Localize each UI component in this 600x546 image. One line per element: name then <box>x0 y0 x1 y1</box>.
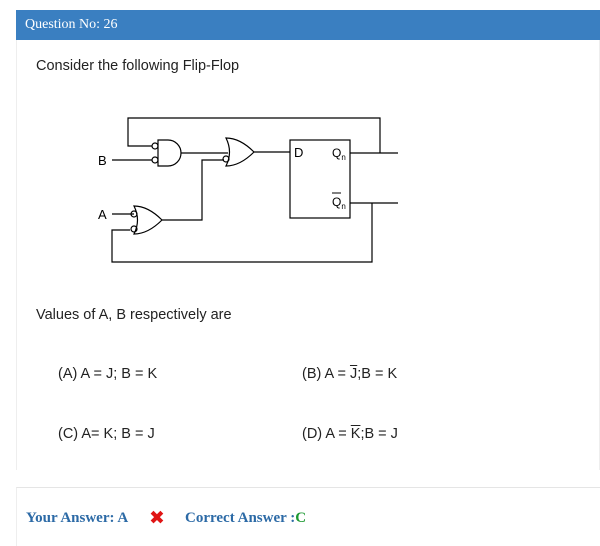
label-qn-sub: n <box>341 153 345 162</box>
correct-answer-value: C <box>295 510 307 526</box>
answer-bar: Your Answer: A ✖ Correct Answer :C <box>16 487 600 546</box>
wrong-icon: ✖ <box>149 507 165 529</box>
svg-text:Qn: Qn <box>332 146 346 162</box>
correct-answer: Correct Answer :C <box>185 510 306 527</box>
question-header: Question No: 26 <box>16 10 600 40</box>
label-d: D <box>294 145 303 160</box>
option-d-prefix: (D) A = <box>302 426 351 442</box>
your-answer-label: Your Answer: A <box>26 510 129 526</box>
option-c-text: (C) A= K; B = J <box>58 426 155 442</box>
label-b: B <box>98 153 107 168</box>
option-d-bar: K <box>350 426 361 442</box>
label-qnbar: Q <box>332 195 341 209</box>
option-d-suffix: ;B = J <box>360 426 398 442</box>
bubble-and-top-in2 <box>151 142 159 150</box>
option-b-prefix: (B) A = <box>302 366 350 382</box>
label-qn: Q <box>332 146 341 160</box>
option-b: (B) A = J;B = K <box>302 366 397 382</box>
correct-answer-label: Correct Answer : <box>185 510 296 526</box>
feedback-wire-top <box>127 117 381 153</box>
and-gate-top <box>157 139 182 167</box>
bubble-or-in <box>222 155 230 163</box>
bubble-and-top-in <box>151 156 159 164</box>
option-d: (D) A = K;B = J <box>302 426 398 442</box>
wire-lower-up <box>162 159 224 221</box>
question-text: Consider the following Flip-Flop <box>36 58 240 74</box>
option-b-bar: J <box>349 366 358 382</box>
option-a-text: (A) A = J; B = K <box>58 366 158 382</box>
dff-box <box>289 139 351 219</box>
svg-text:Qn: Qn <box>332 195 346 211</box>
question-prompt: Values of A, B respectively are <box>36 307 232 323</box>
option-b-suffix: ;B = K <box>357 366 398 382</box>
label-qnbar-sub: n <box>341 202 345 211</box>
bubble-or-bottom-in <box>130 210 138 218</box>
or-gate-bottom <box>133 205 163 235</box>
question-number: Question No: 26 <box>25 17 118 32</box>
option-a: (A) A = J; B = K <box>58 366 157 382</box>
label-a: A <box>98 207 107 222</box>
flip-flop-diagram: B A D Qn Qn <box>98 117 398 263</box>
or-gate <box>225 137 255 167</box>
bubble-or-bottom-in2 <box>130 225 138 233</box>
option-c: (C) A= K; B = J <box>58 426 155 442</box>
feedback-wire-bottom <box>111 203 373 263</box>
